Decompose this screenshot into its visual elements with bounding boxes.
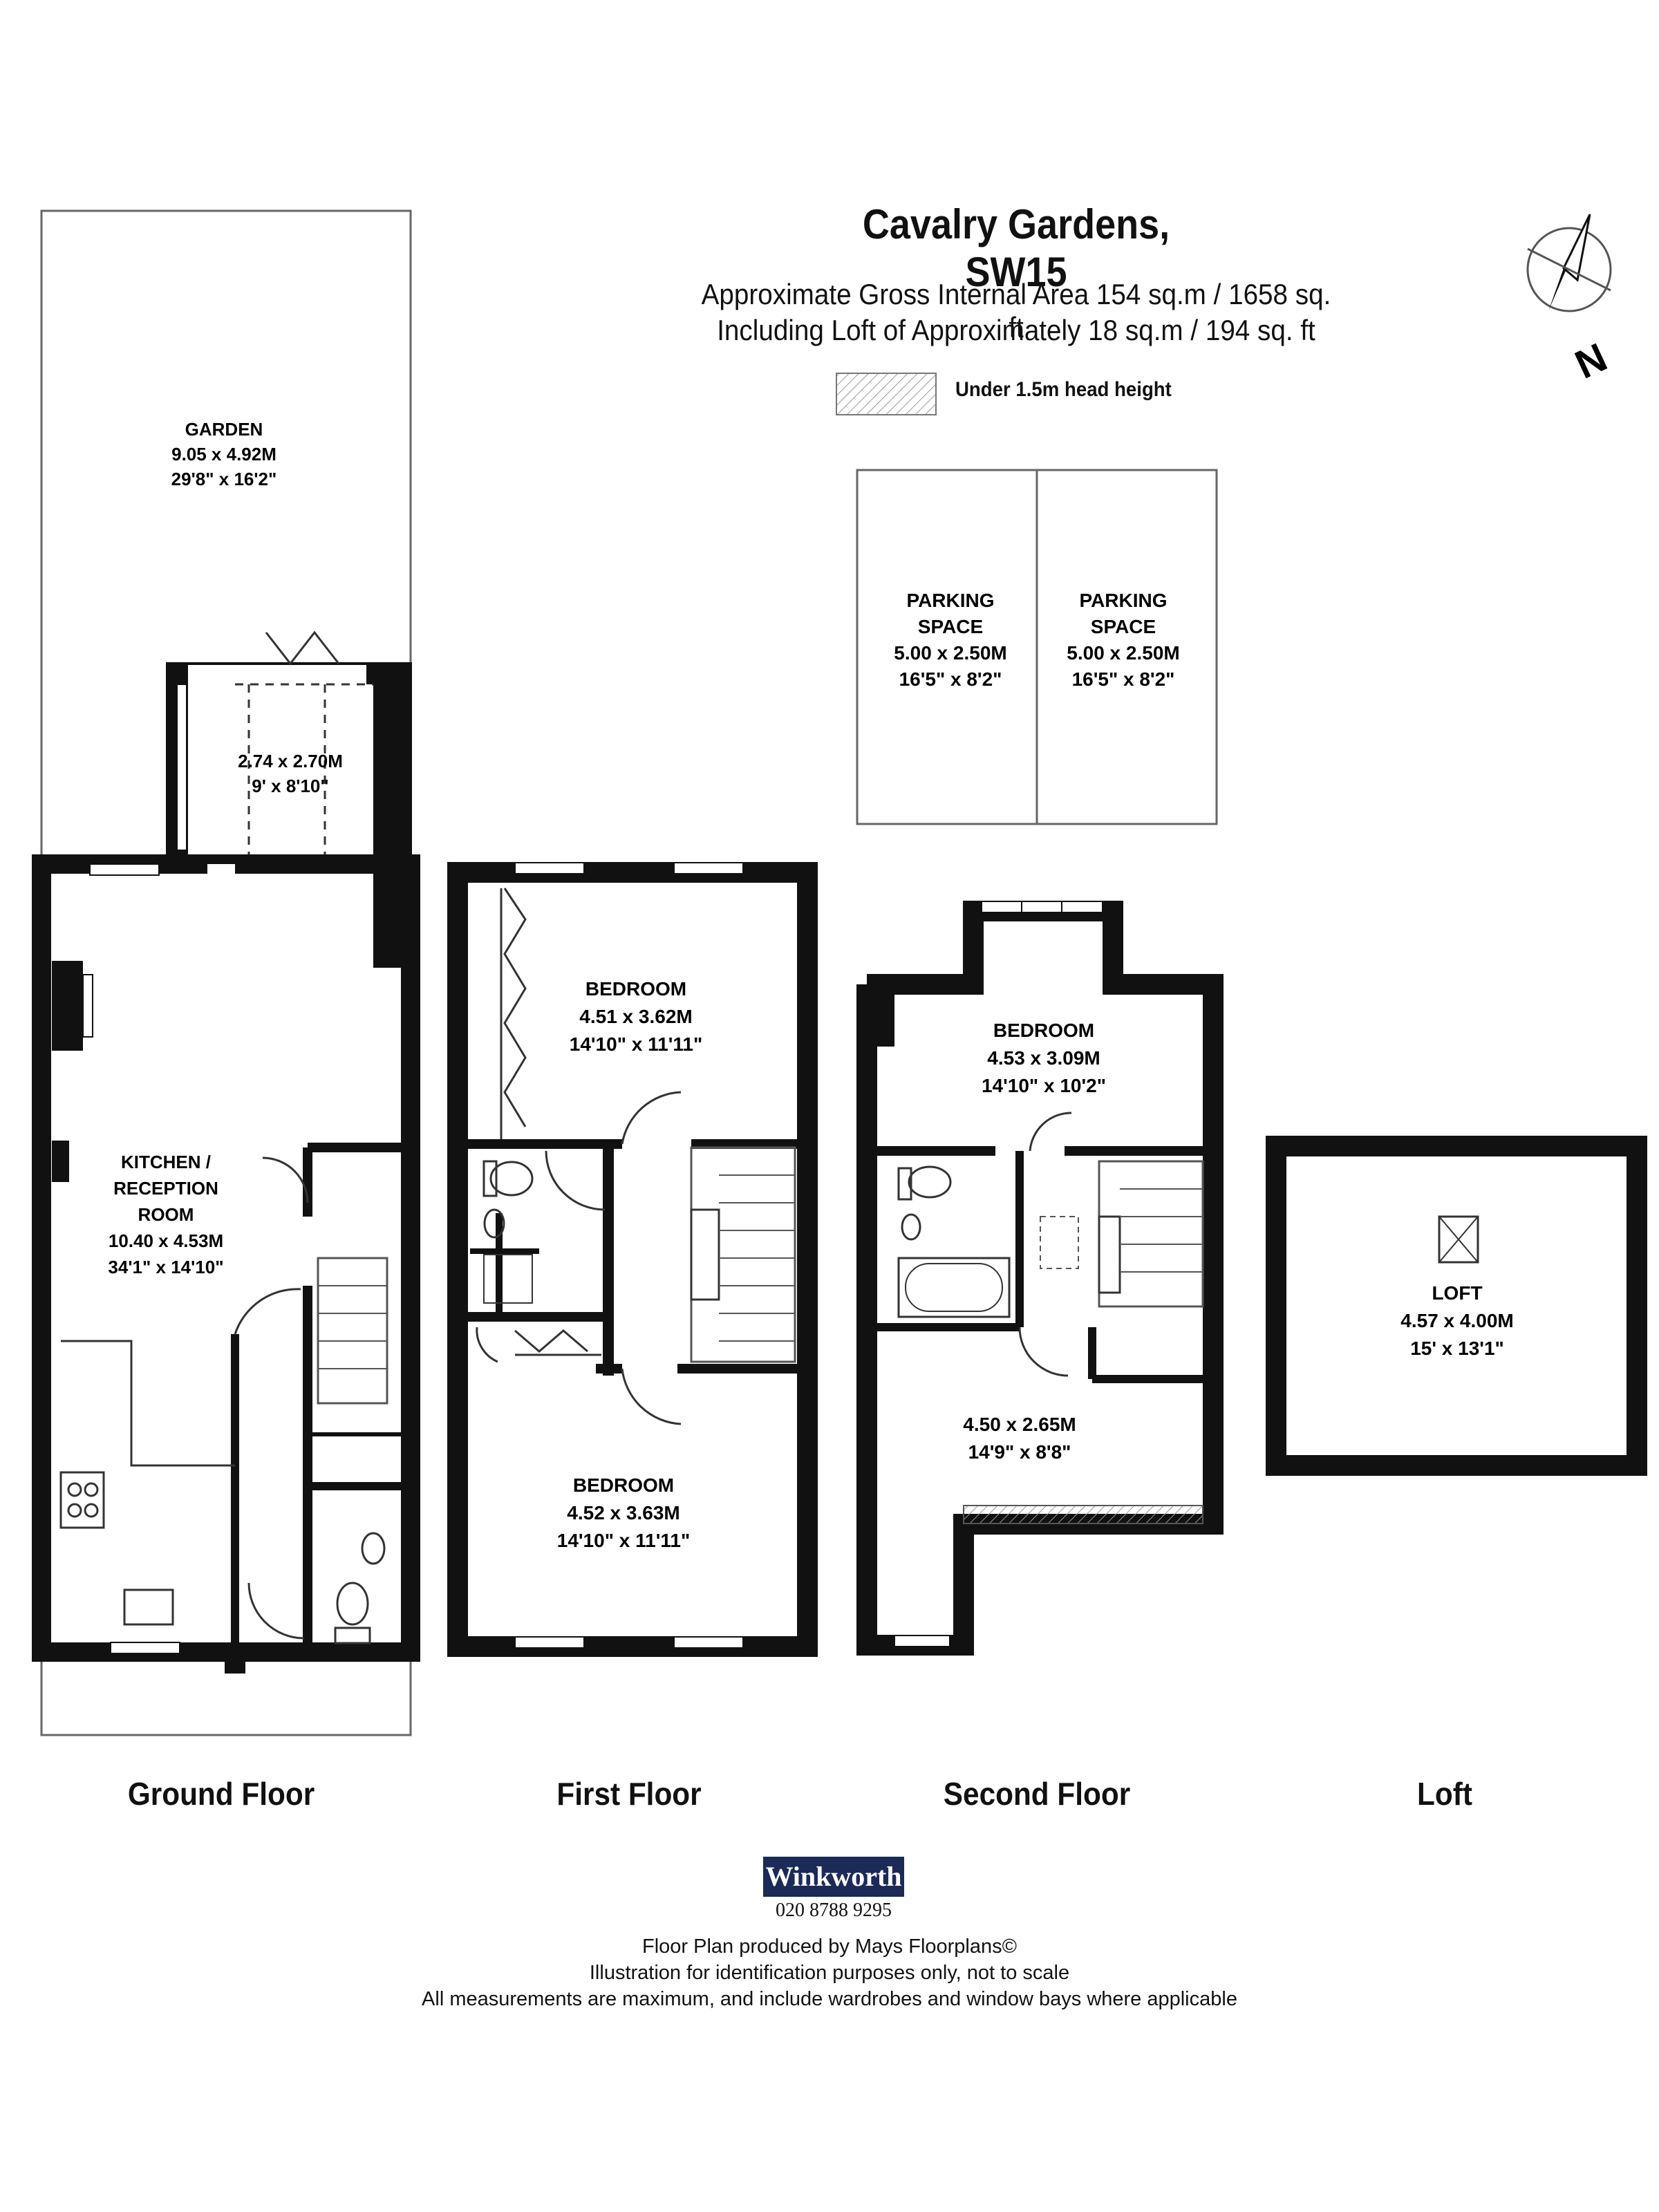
loft-area-text: Including Loft of Approximately 18 sq.m …: [717, 314, 1315, 346]
garden-label: GARDEN: [185, 419, 263, 440]
disclaimer-scale: Illustration for identification purposes…: [589, 1962, 1070, 1984]
loft-name: LOFT: [1432, 1282, 1482, 1304]
compass-icon: [1526, 214, 1612, 312]
floor-label-first: First Floor: [556, 1776, 702, 1812]
bedroom3-metric: 4.53 x 3.09M: [987, 1047, 1100, 1069]
conservatory-metric: 2.74 x 2.70M: [238, 751, 343, 771]
compass-north-label: N: [1568, 335, 1613, 388]
parking-plan: [856, 469, 1218, 825]
parking2-metric: 5.00 x 2.50M: [1067, 642, 1179, 664]
floor-label-loft: Loft: [1417, 1776, 1472, 1812]
second-floor-plan: [856, 901, 1224, 1656]
kitchen-name-2: RECEPTION: [113, 1178, 218, 1199]
parking2-name-1: PARKING: [1079, 590, 1167, 611]
gross-area-text: Approximate Gross Internal Area 154 sq.m…: [701, 278, 1331, 344]
parking1-imperial: 16'5" x 8'2": [899, 668, 1002, 690]
floor-label-ground: Ground Floor: [127, 1776, 315, 1812]
bedroom3-imperial: 14'10" x 10'2": [982, 1075, 1106, 1096]
bedroom1-imperial: 14'10" x 11'11": [570, 1033, 703, 1055]
parking2-imperial: 16'5" x 8'2": [1072, 668, 1175, 690]
kitchen-metric: 10.40 x 4.53M: [109, 1230, 223, 1251]
loft-plan: [1266, 1136, 1647, 1476]
legend-label: Under 1.5m head height: [955, 378, 1172, 401]
disclaimer-measurements: All measurements are maximum, and includ…: [422, 1988, 1237, 2010]
ground-floor-plan: [32, 209, 420, 1736]
plan-title: Cavalry Gardens, SW15: [862, 201, 1170, 295]
agent-logo: Winkworth: [763, 1857, 904, 1897]
loft-metric: 4.57 x 4.00M: [1400, 1310, 1513, 1331]
bedroom3-name: BEDROOM: [993, 1020, 1094, 1041]
bedroom1-name: BEDROOM: [585, 978, 686, 1000]
first-floor-plan: [447, 862, 818, 1657]
second-room-metric: 4.50 x 2.65M: [963, 1414, 1076, 1435]
bedroom2-name: BEDROOM: [573, 1474, 674, 1496]
parking1-name-1: PARKING: [906, 590, 994, 611]
kitchen-name-3: ROOM: [138, 1204, 194, 1225]
parking2-name-2: SPACE: [1091, 616, 1156, 637]
bedroom1-metric: 4.51 x 3.62M: [579, 1006, 692, 1027]
garden-imperial: 29'8" x 16'2": [171, 469, 277, 489]
loft-imperial: 15' x 13'1": [1410, 1338, 1504, 1359]
bedroom2-imperial: 14'10" x 11'11": [557, 1530, 691, 1551]
floor-label-second: Second Floor: [943, 1776, 1131, 1812]
parking1-name-2: SPACE: [918, 616, 983, 637]
disclaimer-producer: Floor Plan produced by Mays Floorplans©: [641, 1936, 1017, 1958]
garden-metric: 9.05 x 4.92M: [171, 444, 276, 465]
second-room-imperial: 14'9" x 8'8": [968, 1441, 1071, 1463]
bedroom2-metric: 4.52 x 3.63M: [567, 1502, 679, 1524]
kitchen-imperial: 34'1" x 14'10": [108, 1257, 223, 1277]
legend-hatch-swatch: [836, 373, 937, 415]
parking1-metric: 5.00 x 2.50M: [894, 642, 1006, 664]
conservatory-imperial: 9' x 8'10": [252, 776, 328, 796]
kitchen-name-1: KITCHEN /: [121, 1152, 211, 1172]
agent-phone: 020 8788 9295: [776, 1900, 892, 1921]
